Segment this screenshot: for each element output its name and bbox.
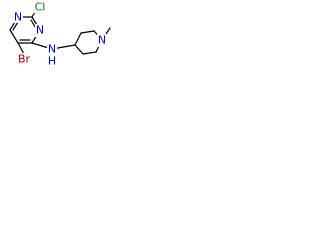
atom-cl: Cl (35, 1, 46, 14)
molecule-structure: N Cl N Br N H N (9, 1, 111, 68)
atom-piperidine-n: N (98, 34, 106, 47)
atom-n1: N (14, 11, 22, 24)
bond-c3p-c2p (80, 30, 95, 34)
atom-nh-h: H (48, 55, 56, 68)
atom-nh-n: N (48, 43, 56, 56)
bond-c5-c6 (9, 29, 19, 44)
bond-c5-br (17, 42, 25, 55)
bond-c4p-c3p (74, 32, 82, 46)
atom-br: Br (18, 53, 31, 66)
bond-c6p-c5p (82, 51, 97, 55)
atom-n3: N (36, 24, 44, 37)
bond-c5p-c4p (74, 44, 84, 55)
